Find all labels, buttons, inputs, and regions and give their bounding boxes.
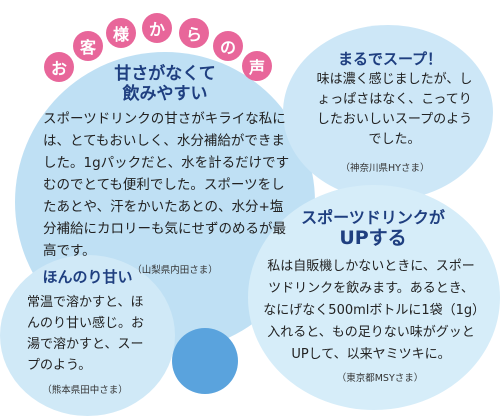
bubble-card-2	[283, 25, 493, 200]
card-1-title-line-2: 飲みやすい	[122, 84, 208, 105]
card-1-title: 甘さがなくて 飲みやすい	[90, 64, 240, 105]
header-char-3: 様	[106, 18, 136, 48]
header-char-6: の	[213, 31, 243, 61]
card-3-title-line-1: スポーツドリンクが	[301, 208, 445, 227]
bubble-card-3	[248, 185, 500, 410]
card-3-credit: （東京都MSYさま）	[336, 373, 424, 384]
card-1-title-line-1: 甘さがなくて	[114, 64, 216, 84]
card-3-title-line-2: UPする	[339, 227, 407, 250]
card-2-body: 味は濃く感じましたが、しょっぱさはなく、こってりしたおいしいスープのようでした。	[316, 72, 473, 147]
card-2-credit: （神奈川県HYさま）	[340, 163, 430, 174]
card-2-title-line-1: まるでスープ！	[337, 50, 443, 68]
header-char-5: ら	[179, 18, 209, 48]
card-4-credit: （熊本県田中さま）	[42, 385, 128, 396]
card-1-credit: （山梨県内田さま）	[132, 265, 218, 276]
card-4-body: 常温で溶かすと、ほんのり甘い感じ。お湯で溶かすと、スープのよう。	[27, 295, 145, 373]
header-char-4: か	[142, 13, 172, 43]
card-3-body: 私は自販機しかないときに、スポーツドリンクを飲みます。あるとき、なにげなく500…	[263, 259, 479, 362]
card-3-title: スポーツドリンクが UPする	[278, 208, 468, 250]
card-2-title: まるでスープ！	[320, 50, 460, 68]
decorative-bubble	[172, 328, 238, 394]
card-4-title-line-1: ほんのり甘い	[42, 268, 133, 286]
header-char-7: 声	[242, 51, 272, 81]
bubble-card-4	[0, 255, 175, 416]
header-char-1: お	[44, 52, 74, 82]
card-1-body: スポーツドリンクの甘さがキライな私には、とてもおいしく、水分補給ができました。1…	[43, 111, 290, 259]
card-4-title: ほんのり甘い	[20, 268, 155, 286]
header-char-2: 客	[73, 31, 103, 61]
